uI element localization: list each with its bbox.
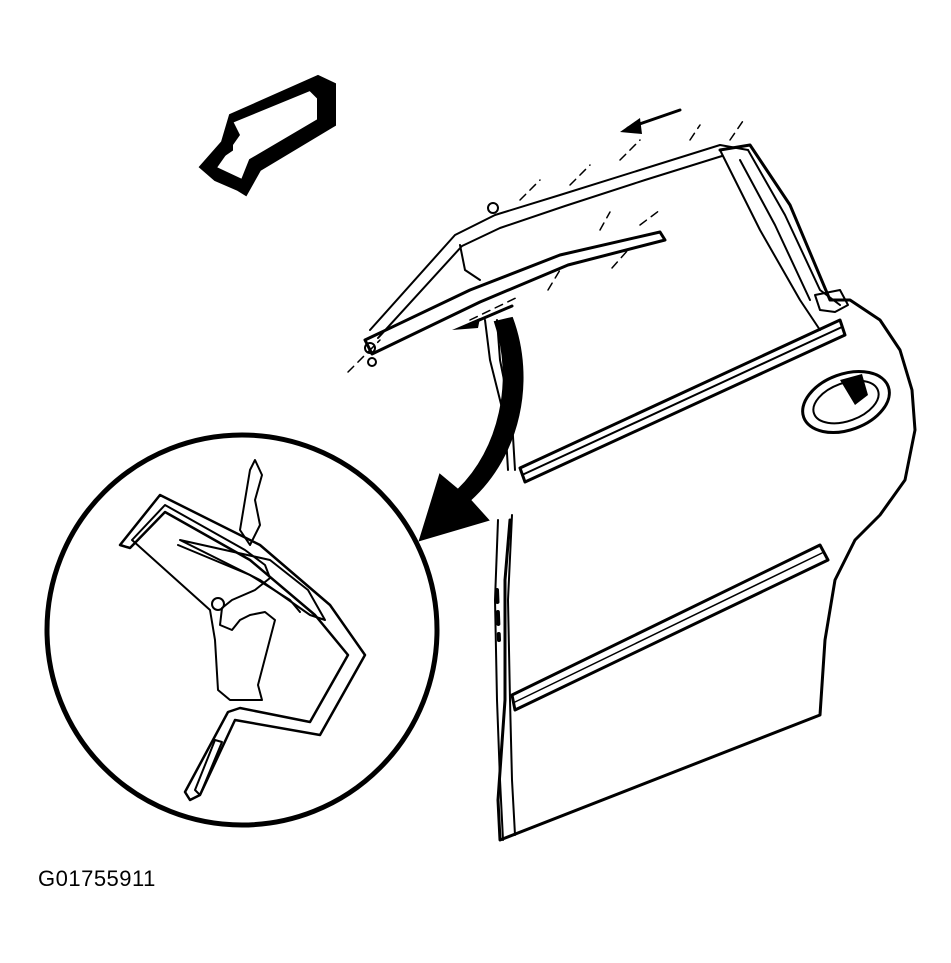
detail-callout-arrow — [418, 316, 524, 542]
front-direction-arrow — [198, 74, 336, 197]
rear-door — [484, 143, 917, 842]
figure-code-label: G01755911 — [38, 866, 156, 891]
upper-weatherstrip — [347, 117, 749, 373]
detail-circle — [44, 432, 440, 828]
small-direction-arrow — [620, 108, 682, 134]
